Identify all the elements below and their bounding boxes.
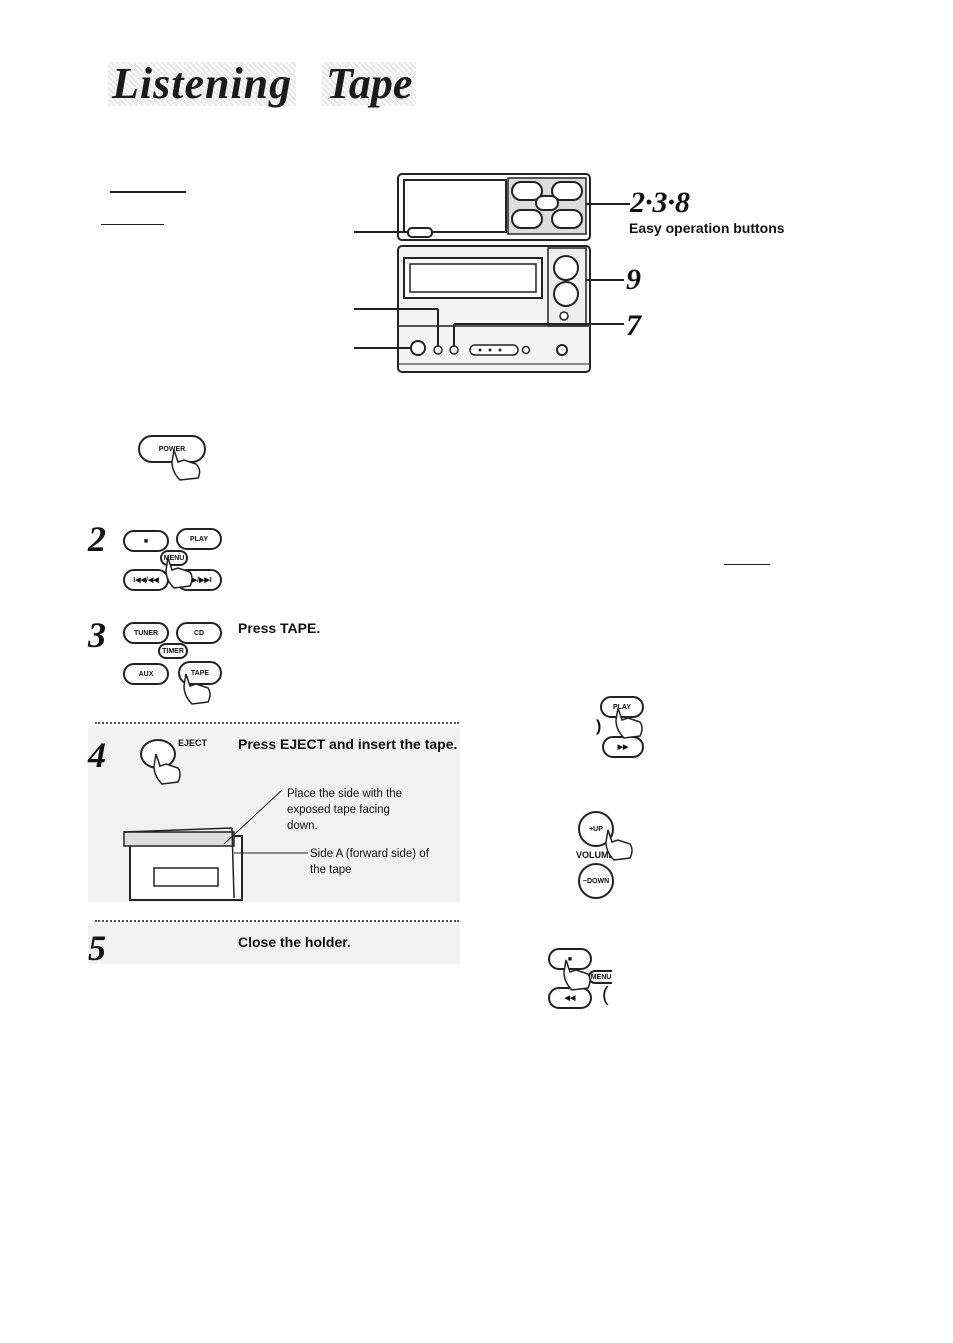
volume-down-button[interactable]: −DOWN	[578, 863, 614, 899]
pointing-hand-icon	[615, 707, 643, 739]
step-number: 4	[88, 735, 106, 775]
tape-note-exposed-side: Place the side with the exposed tape fac…	[287, 788, 403, 832]
stop-button-right[interactable]: ■	[548, 948, 592, 970]
eject-label: EJECT	[178, 738, 208, 748]
step-number: 2	[88, 519, 106, 559]
partial-button-edge: (	[602, 984, 609, 1006]
volume-up-button[interactable]: +UP	[578, 811, 614, 847]
play-button-right[interactable]: PLAY	[600, 696, 644, 718]
aux-button[interactable]: AUX	[123, 663, 169, 685]
stop-button[interactable]: ■	[123, 530, 169, 552]
pointing-hand-icon	[165, 557, 193, 589]
step-5-instruction: Close the holder.	[238, 934, 351, 950]
step-3-instruction: Press TAPE.	[238, 620, 321, 636]
rule-line	[724, 564, 770, 565]
stereo-device-illustration	[354, 173, 630, 373]
page-title: Listening	[108, 62, 297, 106]
callout-2-3-8: 2·3·8	[630, 186, 690, 219]
step-number: 3	[88, 615, 106, 655]
rule-line	[101, 224, 164, 225]
callout-9: 9	[626, 263, 641, 296]
timer-button[interactable]: TIMER	[158, 643, 188, 659]
easy-operation-buttons-label: Easy operation buttons	[629, 220, 785, 236]
bracket-mark: )	[596, 718, 602, 735]
page-title-part2: Tape	[322, 62, 417, 106]
cassette-insert-illustration	[123, 789, 308, 901]
cd-button[interactable]: CD	[176, 622, 222, 644]
pointing-hand-icon	[171, 449, 201, 481]
pointing-hand-icon	[605, 829, 633, 861]
divider	[95, 722, 459, 724]
step-number: 5	[88, 928, 106, 968]
pointing-hand-icon	[183, 673, 211, 705]
tuner-button[interactable]: TUNER	[123, 622, 169, 644]
step-5-panel	[88, 924, 460, 964]
pointing-hand-icon	[563, 959, 591, 991]
volume-label: VOLUME	[576, 850, 615, 860]
callout-7: 7	[626, 309, 641, 342]
pointing-hand-icon	[153, 753, 181, 785]
divider	[95, 920, 459, 922]
rule-line	[110, 191, 186, 193]
step-4-instruction: Press EJECT and insert the tape.	[238, 736, 458, 752]
play-button[interactable]: PLAY	[176, 528, 222, 550]
tape-note-side-a: Side A (forward side) of the tape	[310, 848, 429, 876]
